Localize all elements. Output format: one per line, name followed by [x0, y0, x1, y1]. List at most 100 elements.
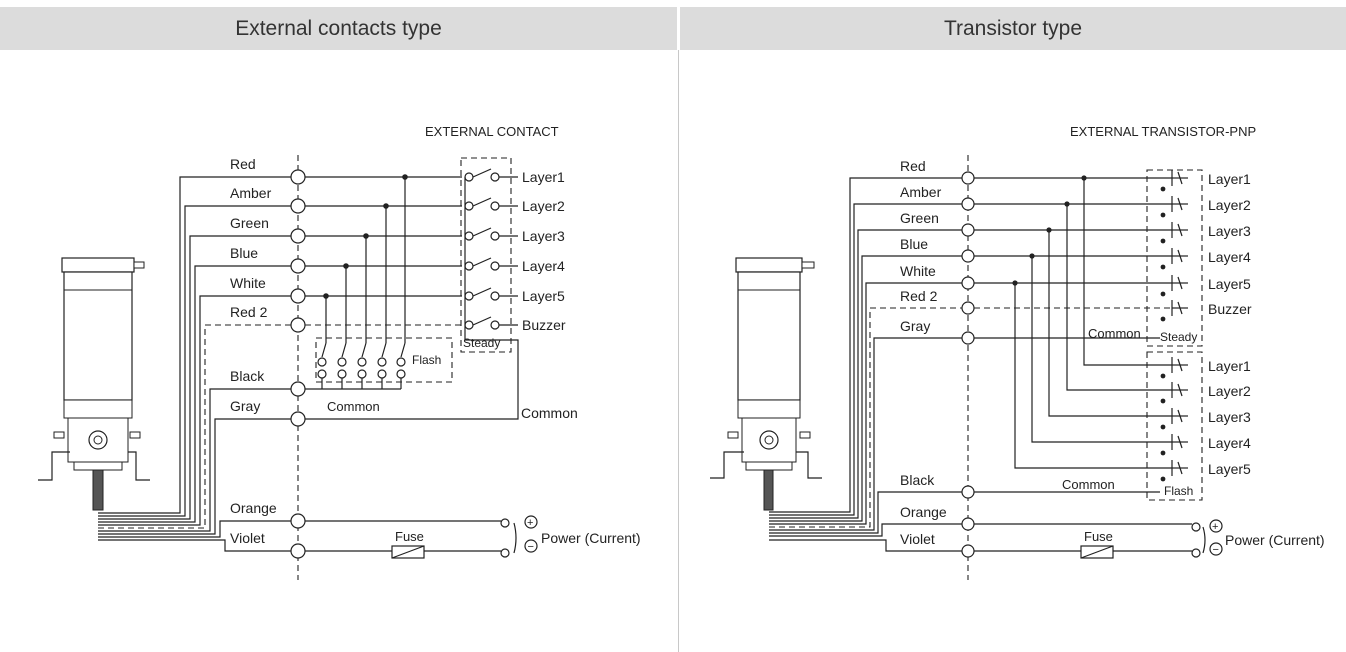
- contact-b-5: [490, 320, 500, 330]
- wire-9: [98, 539, 291, 552]
- r-wire-3: [769, 255, 962, 522]
- r-wire-label-4: White: [900, 263, 936, 279]
- r-ftrans-dot-2: [1160, 424, 1166, 430]
- common-inner-label: Common: [327, 399, 380, 414]
- r-output-top-1: Layer2: [1208, 197, 1251, 213]
- steady-common: [305, 177, 519, 420]
- r-output-bottom-4: Layer5: [1208, 461, 1251, 477]
- flash-label-right: Flash: [1164, 484, 1193, 498]
- terminal-4: [290, 288, 306, 304]
- r-terminal-6: [961, 331, 975, 345]
- r-terminal-7: [961, 485, 975, 499]
- flash-switch-2: [361, 342, 367, 358]
- steady-contacts-box: [460, 157, 512, 353]
- r-output-bottom-1: Layer2: [1208, 383, 1251, 399]
- r-terminal-3: [961, 249, 975, 263]
- wire-6: [98, 388, 291, 532]
- switch-3: [472, 257, 492, 267]
- r-trans-arrow-1: [1177, 197, 1183, 211]
- r-output-bottom-0: Layer1: [1208, 358, 1251, 374]
- flash-contact-a-2: [357, 357, 367, 367]
- flash-contact-b-1: [377, 369, 387, 379]
- r-wire-label-0: Red: [900, 158, 926, 174]
- wire-2: [98, 235, 291, 520]
- r-ftrans-arrow-1: [1177, 383, 1183, 397]
- r-trans-arrow-3: [1177, 249, 1183, 263]
- wire-label-8: Orange: [230, 500, 277, 516]
- wire-label-9: Violet: [230, 530, 265, 546]
- switch-5: [472, 316, 492, 326]
- contact-b-1: [490, 201, 500, 211]
- svg-text:−: −: [1213, 544, 1219, 556]
- steady-transistor-box: [1146, 169, 1203, 347]
- header-external-contacts: External contacts type: [0, 7, 677, 50]
- flash-contact-b-0: [396, 369, 406, 379]
- r-trans-arrow-0: [1177, 171, 1183, 185]
- minus-icon-right: [1209, 542, 1223, 556]
- power-label: Power (Current): [541, 530, 641, 546]
- r-output-bottom-3: Layer4: [1208, 435, 1251, 451]
- r-ftrans-arrow-0: [1177, 358, 1183, 372]
- r-terminal-8: [961, 517, 975, 531]
- contact-a-2: [464, 231, 474, 241]
- r-wire-8: [769, 523, 962, 537]
- signal-tower-icon-right: [710, 257, 822, 511]
- r-terminal-0: [961, 171, 975, 185]
- plus-icon: [524, 515, 538, 529]
- output-label-0: Layer1: [522, 169, 565, 185]
- r-trans-dot-2: [1160, 238, 1166, 244]
- terminal-3: [290, 258, 306, 274]
- svg-text:+: +: [1212, 521, 1218, 533]
- fuse-label-right: Fuse: [1084, 529, 1113, 544]
- terminal-8: [290, 513, 306, 529]
- contact-a-1: [464, 201, 474, 211]
- steady-label: Steady: [463, 336, 500, 350]
- terminal-9: [290, 543, 306, 559]
- wire-label-6: Black: [230, 368, 265, 384]
- switch-1: [472, 197, 492, 207]
- flash-contact-b-4: [317, 369, 327, 379]
- r-wire-7: [769, 491, 962, 534]
- flash-switch-0: [400, 342, 406, 358]
- wire-label-2: Green: [230, 215, 269, 231]
- svg-text:+: +: [527, 517, 533, 529]
- r-wire-2: [769, 229, 962, 519]
- wire-label-7: Gray: [230, 398, 260, 414]
- minus-icon: [524, 539, 538, 553]
- r-ftrans-dot-3: [1160, 450, 1166, 456]
- r-trans-arrow-5: [1177, 301, 1183, 315]
- contact-a-4: [464, 291, 474, 301]
- wire-label-0: Red: [230, 156, 256, 172]
- flash-contact-a-1: [377, 357, 387, 367]
- r-trans-arrow-2: [1177, 223, 1183, 237]
- r-trans-dot-0: [1160, 186, 1166, 192]
- contact-b-0: [490, 172, 500, 182]
- r-output-top-5: Buzzer: [1208, 301, 1252, 317]
- output-label-1: Layer2: [522, 198, 565, 214]
- r-output-top-2: Layer3: [1208, 223, 1251, 239]
- terminal-7: [290, 411, 306, 427]
- r-wire-label-6: Gray: [900, 318, 930, 334]
- r-trans-dot-3: [1160, 264, 1166, 270]
- switch-4: [472, 287, 492, 297]
- r-tap-2: [1048, 230, 1172, 417]
- common-outer-label: Common: [521, 405, 578, 421]
- r-output-top-3: Layer4: [1208, 249, 1251, 265]
- r-ftrans-arrow-3: [1177, 435, 1183, 449]
- contact-a-0: [464, 172, 474, 182]
- r-wire-1: [769, 203, 962, 516]
- common-gray-label: Common: [1088, 326, 1141, 341]
- steady-label-right: Steady: [1160, 330, 1197, 344]
- column-divider: [678, 50, 679, 652]
- terminal-0: [290, 169, 306, 185]
- flash-contact-a-0: [396, 357, 406, 367]
- flash-contact-b-2: [357, 369, 367, 379]
- fuse-label: Fuse: [395, 529, 424, 544]
- wire-7: [98, 418, 291, 535]
- output-label-5: Buzzer: [522, 317, 566, 333]
- r-wire-4: [769, 282, 962, 525]
- wire-label-1: Amber: [230, 185, 272, 201]
- r-terminal-9: [961, 544, 975, 558]
- r-wire-label-5: Red 2: [900, 288, 938, 304]
